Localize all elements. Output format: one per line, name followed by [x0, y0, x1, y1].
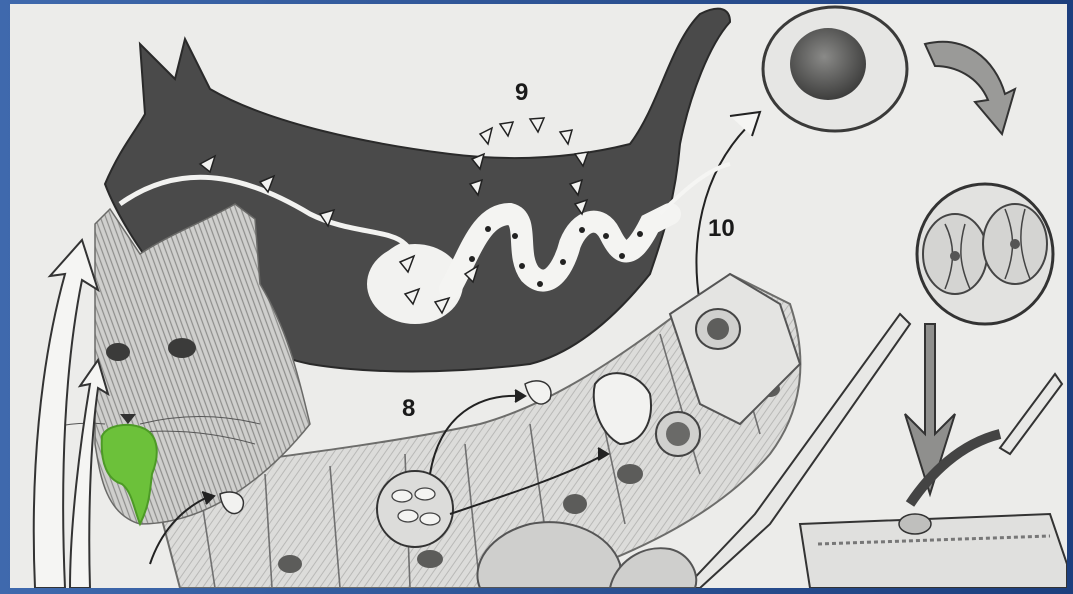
life-cycle-diagram: 9 10 8	[10, 4, 1067, 588]
step-label-9: 9	[515, 79, 528, 106]
maturation-arrow	[925, 42, 1015, 134]
down-arrow	[905, 324, 955, 494]
life-cycle-illustration: 9 10 8	[10, 4, 1067, 588]
step-label-8: 8	[402, 395, 415, 422]
sporulated-oocyst	[917, 184, 1053, 324]
step-label-10: 10	[708, 215, 735, 242]
oocyst	[763, 7, 907, 131]
